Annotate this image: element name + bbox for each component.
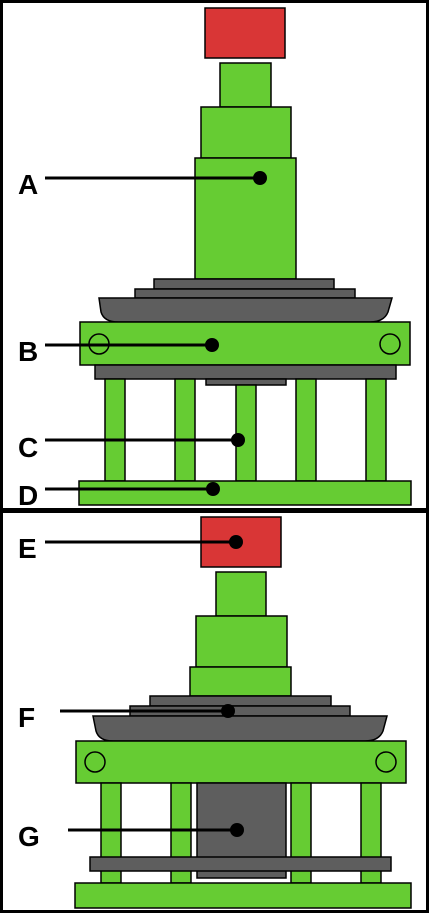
top-crossbeam-hole-right: [379, 333, 401, 355]
callout-e-label: E: [18, 533, 37, 564]
top-gray-dish: [98, 297, 393, 323]
top-panel: A B C D: [0, 0, 429, 511]
top-cylinder-a: [194, 157, 297, 280]
bottom-column-upper-block: [215, 571, 267, 617]
bottom-column-middle-block: [195, 615, 288, 668]
callout-d-label: D: [18, 480, 38, 511]
callout-g-label: G: [18, 821, 40, 852]
callout-b-label: B: [18, 336, 38, 367]
bottom-column-lower-block: [189, 666, 292, 697]
bottom-gray-dish: [92, 715, 388, 742]
top-gray-lower-plate: [94, 364, 397, 380]
callout-a: A: [18, 169, 267, 200]
bottom-panel: E F G: [0, 510, 429, 913]
top-pillar-5: [365, 378, 387, 482]
top-gray-small-plate: [205, 378, 287, 386]
top-base-d: [78, 480, 412, 506]
top-column-upper-block: [219, 62, 272, 108]
bottom-crossbeam-hole-left: [84, 751, 106, 773]
bottom-crossbeam: [75, 740, 407, 784]
top-pillar-4: [295, 378, 317, 482]
callout-f: F: [18, 702, 235, 733]
bottom-gray-lower-plate: [89, 856, 392, 872]
callout-d: D: [18, 480, 220, 511]
callout-b: B: [18, 336, 219, 367]
callout-g: G: [18, 821, 244, 852]
top-column-middle-block: [200, 106, 292, 159]
callout-c-label: C: [18, 432, 38, 463]
callout-a-label: A: [18, 169, 38, 200]
bottom-gray-plate-upper: [149, 695, 332, 707]
callout-e: E: [18, 533, 243, 564]
top-pillar-1: [104, 378, 126, 482]
top-pillar-2: [174, 378, 196, 482]
top-red-cap: [204, 7, 286, 59]
top-pillar-c: [235, 384, 257, 482]
bottom-crossbeam-hole-right: [375, 751, 397, 773]
bottom-base: [74, 882, 412, 909]
callout-c: C: [18, 432, 245, 463]
top-gray-plate-middle: [134, 288, 356, 299]
callout-f-label: F: [18, 702, 35, 733]
top-gray-plate-upper: [153, 278, 335, 290]
